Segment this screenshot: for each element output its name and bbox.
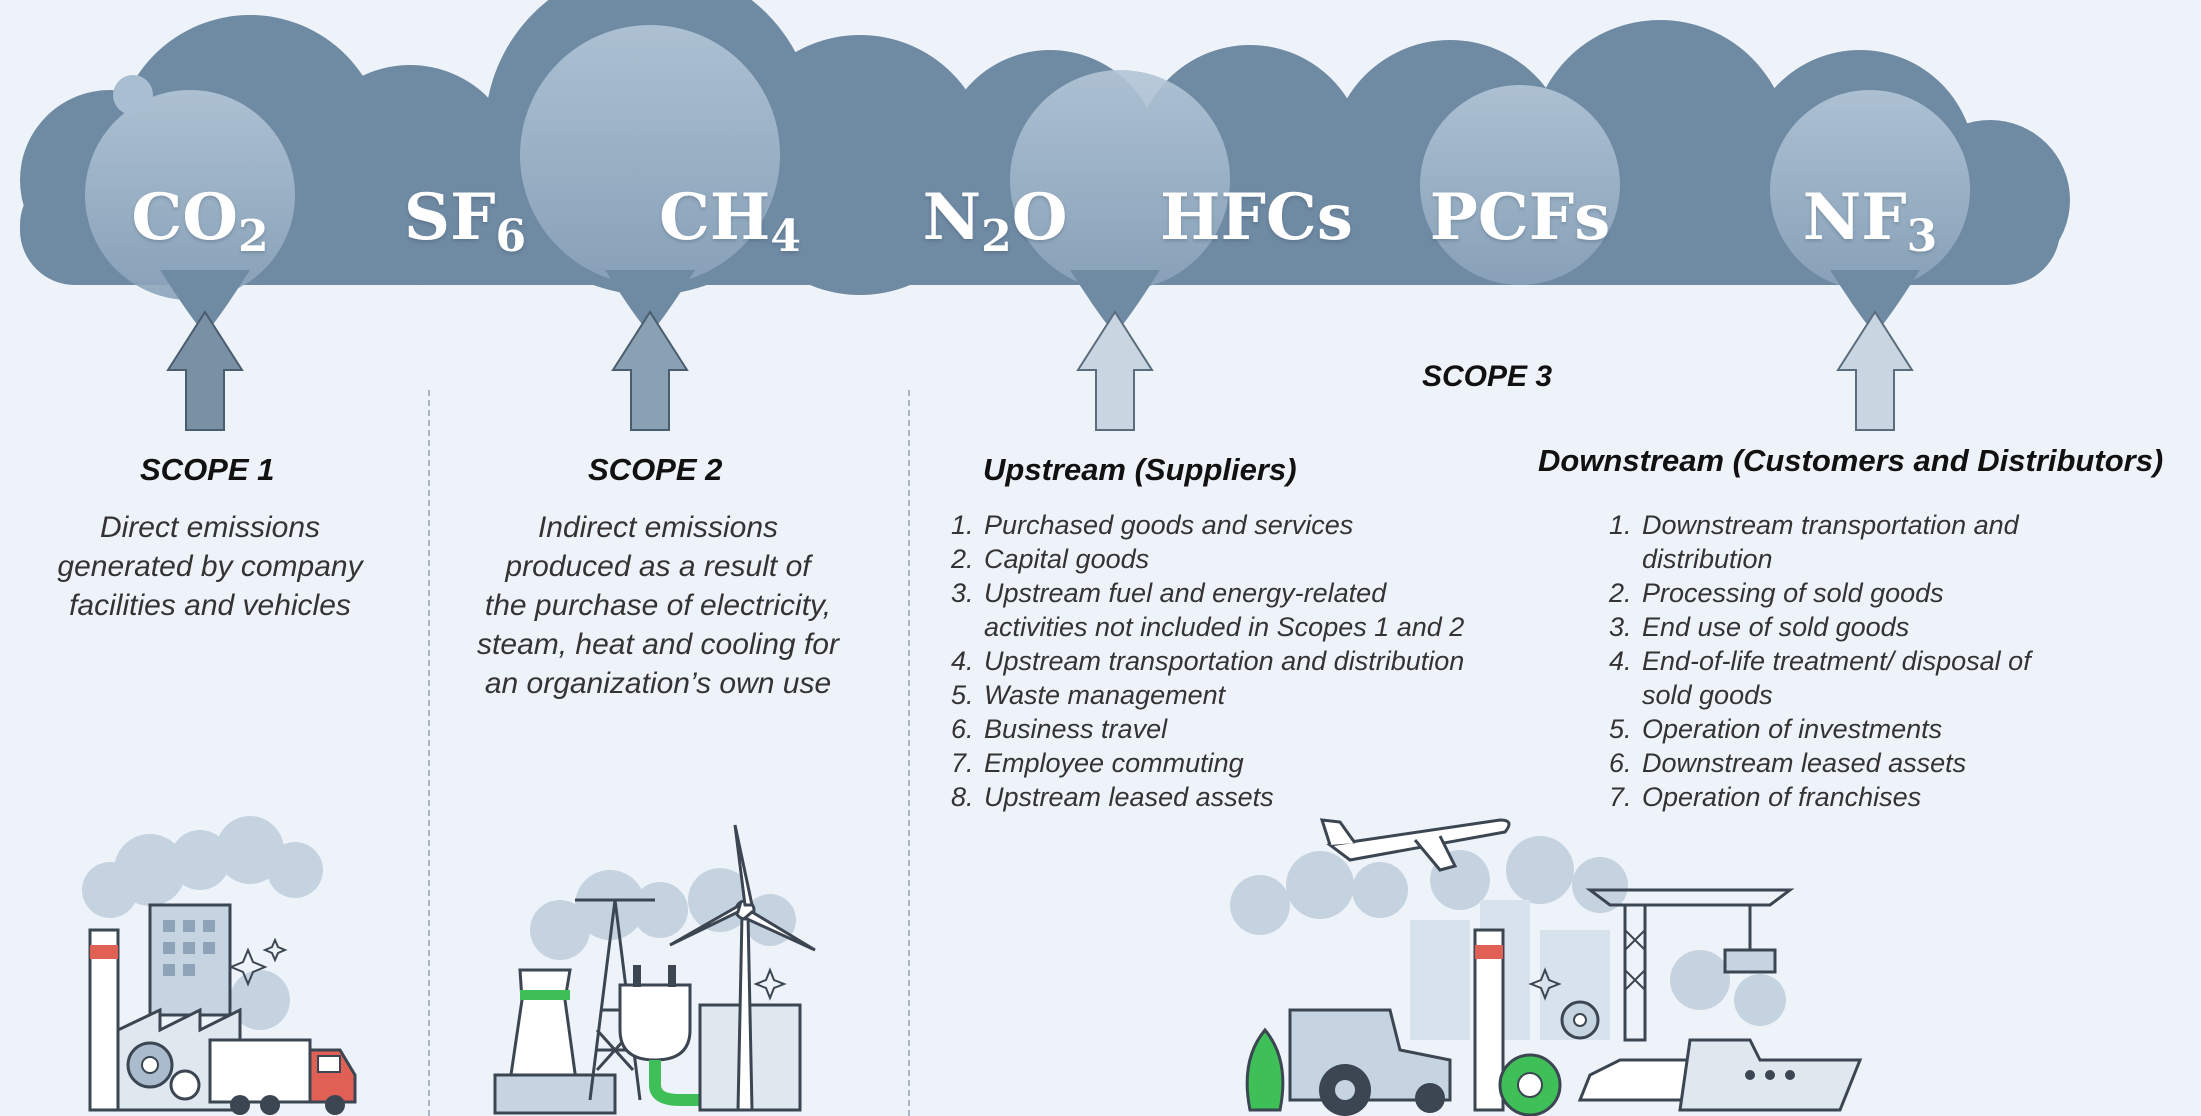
list-item: 6.Downstream leased assets (1609, 748, 1967, 778)
list-item: 5.Operation of investments (1609, 714, 1943, 744)
scope1-arrow (166, 310, 244, 431)
list-item: 1.Downstream transportation and distribu… (1609, 510, 2019, 574)
scope3-title: SCOPE 3 (1422, 360, 1553, 393)
scope2-description: Indirect emissions produced as a result … (477, 511, 839, 700)
scope1-description: Direct emissions generated by company fa… (57, 511, 363, 622)
gas-nf3: NF3 (1802, 180, 1938, 262)
upstream-title: Upstream (Suppliers) (983, 452, 1297, 487)
scope2-title: SCOPE 2 (588, 452, 723, 487)
gas-pcfs: PCFs (1429, 180, 1611, 255)
list-item: 3.Upstream fuel and energy-related activ… (951, 578, 1465, 642)
list-item: 2.Processing of sold goods (1609, 578, 1944, 608)
list-item: 4.End-of-life treatment/ disposal of sol… (1609, 646, 2031, 710)
arrows (166, 310, 1914, 431)
scope2-arrow (611, 310, 689, 431)
scope3-downstream-arrow (1836, 310, 1914, 431)
downstream-title: Downstream (Customers and Distributors) (1538, 443, 2164, 478)
gas-ch4: CH4 (658, 180, 802, 262)
list-item: 1.Purchased goods and services (951, 510, 1354, 540)
factory-truck-illustration (82, 816, 357, 1115)
list-item: 6.Business travel (951, 714, 1168, 744)
list-item: 2.Capital goods (951, 544, 1150, 574)
divider-scope2-scope3 (908, 390, 910, 1116)
cloud-band (20, 0, 2070, 332)
list-item: 4.Upstream transportation and distributi… (951, 646, 1465, 676)
gas-n2o: N2O (922, 180, 1068, 262)
downstream-list: 1.Downstream transportation and distribu… (1609, 508, 2079, 814)
value-chain-illustration (1230, 818, 1863, 1116)
list-item: 3.End use of sold goods (1609, 612, 1910, 642)
gas-co2: CO2 (131, 180, 269, 262)
list-item: 7.Operation of franchises (1609, 782, 1922, 812)
divider-scope1-scope2 (428, 390, 430, 1116)
gas-sf6: SF6 (403, 180, 527, 262)
gas-hfcs: HFCs (1160, 180, 1353, 255)
upstream-list: 1.Purchased goods and services 2.Capital… (951, 508, 1511, 814)
scope1-title: SCOPE 1 (140, 452, 275, 487)
list-item: 5.Waste management (951, 680, 1226, 710)
list-item: 7.Employee commuting (951, 748, 1244, 778)
power-plant-illustration (493, 824, 816, 1115)
list-item: 8.Upstream leased assets (951, 782, 1274, 812)
scope3-upstream-arrow (1076, 310, 1154, 431)
